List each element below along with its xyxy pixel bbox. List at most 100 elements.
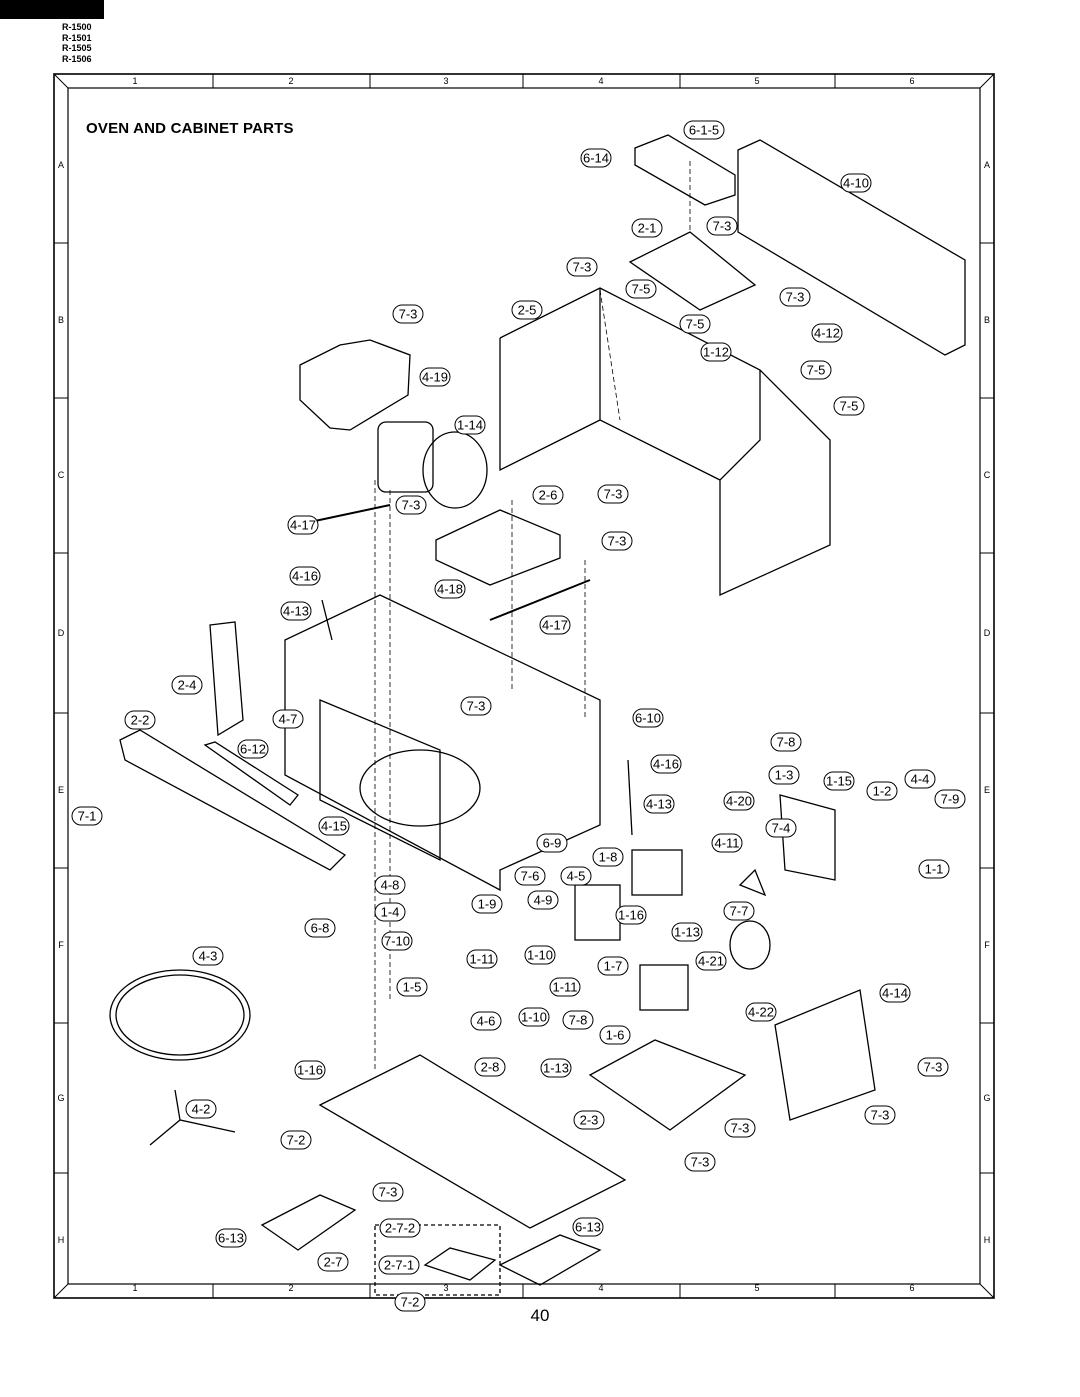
callout-bubble (684, 1152, 716, 1172)
callout-bubble (524, 945, 556, 965)
page-number: 40 (530, 1306, 550, 1325)
callout-bubble (317, 1252, 349, 1272)
part-callout: 2-7-2 (379, 1218, 421, 1238)
part-callout: 1-10 (518, 1007, 550, 1027)
part-callout: 7-3 (372, 1182, 404, 1202)
callout-text: 7-5 (807, 363, 826, 378)
callout-bubble (536, 833, 568, 853)
callout-bubble (823, 771, 855, 791)
callout-text: 1-2 (873, 784, 892, 799)
callout-bubble (770, 732, 802, 752)
callout-bubble (724, 1118, 756, 1138)
callout-text: 4-9 (534, 893, 553, 908)
part-callout: 7-3 (392, 304, 424, 324)
grid-row-label: H (984, 1235, 991, 1245)
part-callout: 2-6 (532, 485, 564, 505)
callout-text: 4-18 (437, 582, 463, 597)
callout-bubble (800, 360, 832, 380)
callout-bubble (466, 949, 498, 969)
part-callout: 1-6 (599, 1025, 631, 1045)
part-callout: 7-8 (562, 1010, 594, 1030)
part-callout: 7-10 (381, 931, 413, 951)
callout-text: 7-2 (401, 1295, 420, 1310)
part-callout: 4-14 (879, 983, 911, 1003)
high-voltage-transformer (639, 964, 689, 1011)
callout-text: 7-3 (871, 1108, 890, 1123)
magnetron-bracket (574, 884, 621, 941)
callout-text: 2-1 (638, 221, 657, 236)
callout-text: 1-11 (469, 952, 494, 967)
callout-bubble (454, 415, 486, 435)
part-callout: 1-7 (597, 956, 629, 976)
callout-text: 6-9 (543, 836, 562, 851)
part-callout: 7-3 (460, 696, 492, 716)
part-callout: 1-10 (524, 945, 556, 965)
part-callout: 7-3 (597, 484, 629, 504)
callout-bubble (372, 1182, 404, 1202)
turntable-tray (109, 969, 251, 1061)
base-plate (318, 1054, 627, 1229)
callout-bubble (706, 216, 738, 236)
part-callout: 1-9 (471, 894, 503, 914)
callout-bubble (560, 866, 592, 886)
callout-text: 6-13 (575, 1220, 601, 1235)
part-callout: 7-3 (684, 1152, 716, 1172)
part-callout: 4-4 (904, 769, 936, 789)
callout-bubble (381, 931, 413, 951)
callout-bubble (287, 515, 319, 535)
corner-block (0, 0, 104, 19)
part-callout: 4-19 (419, 367, 451, 387)
grid-row-label: D (58, 628, 65, 638)
callout-text: 1-14 (457, 418, 483, 433)
callout-text: 1-1 (925, 862, 944, 877)
callout-bubble (514, 866, 546, 886)
outer-case (499, 287, 831, 597)
part-callout: 1-3 (768, 765, 800, 785)
callout-bubble (695, 951, 727, 971)
part-callout: 4-11 (711, 833, 743, 853)
callout-bubble (723, 791, 755, 811)
callout-bubble (460, 696, 492, 716)
outer-case-side (499, 288, 721, 481)
callout-bubble (918, 859, 950, 879)
part-callout: 4-21 (695, 951, 727, 971)
part-callout: 1-13 (671, 922, 703, 942)
callout-text: 7-5 (686, 317, 705, 332)
callout-bubble (272, 709, 304, 729)
frame-corner (53, 1283, 69, 1299)
vent-duct (634, 134, 736, 206)
callout-text: 1-9 (478, 897, 497, 912)
part-callout: 7-4 (765, 818, 797, 838)
callout-text: 2-7-2 (385, 1221, 415, 1236)
callout-bubble (632, 708, 664, 728)
grid-row-label: G (983, 1093, 990, 1103)
part-callout: 4-13 (280, 601, 312, 621)
part-callout: 2-7 (317, 1252, 349, 1272)
part-callout: 2-3 (573, 1110, 605, 1130)
callout-bubble (192, 946, 224, 966)
front-strip (209, 621, 244, 737)
part-callout: 7-7 (723, 901, 755, 921)
callout-bubble (711, 833, 743, 853)
callout-bubble (723, 901, 755, 921)
callout-text: 4-8 (381, 878, 400, 893)
part-callout: 7-3 (864, 1105, 896, 1125)
part-callout: 7-3 (601, 531, 633, 551)
callout-bubble (280, 1130, 312, 1150)
callout-bubble (597, 956, 629, 976)
part-callout: 2-1 (631, 218, 663, 238)
fan-blade (738, 868, 767, 897)
callout-bubble (124, 710, 156, 730)
part-callout: 4-12 (811, 323, 843, 343)
transformer (631, 849, 683, 896)
callout-bubble (304, 918, 336, 938)
callout-bubble (540, 1058, 572, 1078)
part-callout: 2-4 (171, 675, 203, 695)
callout-text: 7-3 (608, 534, 627, 549)
callout-bubble (879, 983, 911, 1003)
callout-text: 2-6 (539, 488, 558, 503)
callout-bubble (474, 1057, 506, 1077)
callout-text: 6-14 (583, 151, 609, 166)
callout-text: 4-2 (192, 1102, 211, 1117)
